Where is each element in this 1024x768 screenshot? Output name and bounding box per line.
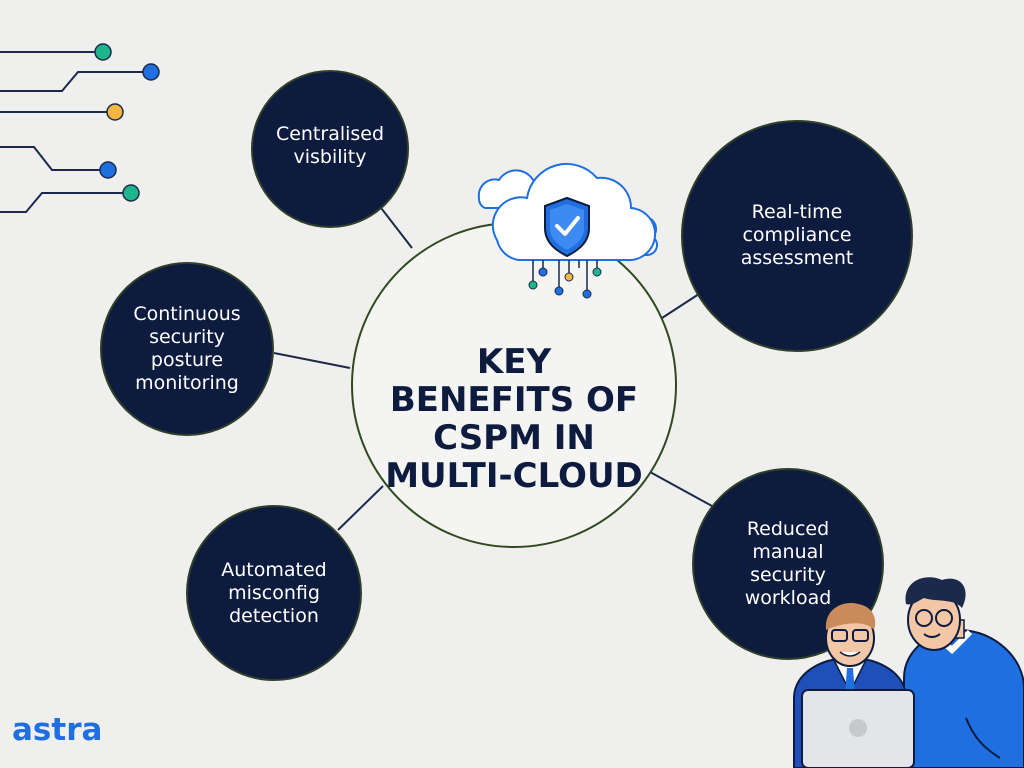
circuit-dots	[94, 43, 160, 202]
center-circle: KEY BENEFITS OF CSPM IN MULTI-CLOUD	[351, 222, 677, 548]
benefit-label: Automated misconfig detection	[221, 558, 327, 627]
benefit-label: Real-time compliance assessment	[740, 200, 854, 269]
connector-continuous	[273, 352, 351, 369]
benefit-node-realtime-compliance: Real-time compliance assessment	[681, 120, 913, 352]
benefit-node-automated-detection: Automated misconfig detection	[186, 505, 362, 681]
connector-automated	[337, 485, 384, 531]
benefit-node-centralised-visibility: Centralised visbility	[251, 70, 409, 228]
benefit-label: Continuous security posture monitoring	[133, 303, 241, 394]
astra-logo: astra	[12, 712, 103, 748]
connector-centralised	[377, 203, 413, 249]
benefit-node-continuous-monitoring: Continuous security posture monitoring	[100, 262, 274, 436]
connector-reduced	[649, 471, 713, 507]
people-with-laptop-illustration	[793, 577, 1024, 768]
cloud-shield-icon	[477, 162, 658, 299]
benefit-label: Centralised visbility	[275, 123, 385, 168]
center-title: KEY BENEFITS OF CSPM IN MULTI-CLOUD	[385, 342, 643, 496]
benefit-label: Reduced manual security workload	[744, 518, 832, 609]
connector-realtime	[661, 291, 703, 319]
circuit-lines-decoration	[0, 51, 143, 213]
